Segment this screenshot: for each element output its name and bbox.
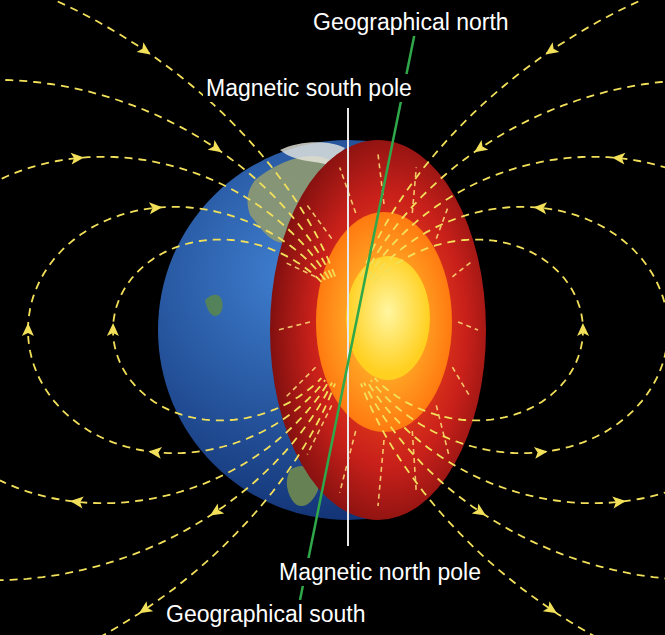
core-field-line [458, 322, 478, 330]
geographic-pole-label: Geographical north [310, 8, 512, 36]
field-arrowhead [107, 323, 119, 336]
field-arrowhead [612, 495, 626, 508]
core-field-line [452, 367, 470, 397]
field-arrowhead [149, 201, 163, 214]
core-field-line [286, 367, 316, 397]
field-arrowhead [207, 503, 224, 520]
geographic-pole-label: Geographical south [163, 600, 368, 628]
continent [205, 295, 223, 316]
field-arrowhead [148, 445, 162, 458]
field-line [0, 157, 329, 503]
field-arrowhead [71, 151, 85, 164]
inner-core [346, 256, 430, 380]
field-line [0, 80, 332, 580]
core-field-line [378, 440, 384, 506]
core-field-line [307, 206, 331, 239]
field-arrowhead [136, 601, 153, 618]
field-arrowhead [471, 140, 489, 157]
field-arrowhead [577, 323, 589, 336]
field-arrowhead [472, 503, 489, 520]
earth-globe [158, 140, 380, 520]
field-arrowhead [208, 140, 226, 157]
field-arrowhead [534, 445, 548, 458]
field-arrowhead [22, 323, 34, 336]
field-arrowhead [542, 42, 560, 59]
core-field-line [436, 405, 448, 454]
core-field-line [278, 322, 310, 330]
field-line [371, 207, 665, 453]
core-field-line [436, 206, 448, 239]
magnetic-pole-label: Magnetic north pole [276, 558, 484, 586]
magnetic-pole-label: Magnetic south pole [203, 74, 415, 102]
core-field-line [307, 405, 331, 454]
field-line [113, 240, 321, 421]
field-arrowhead [543, 601, 560, 618]
outer-core [316, 212, 452, 432]
ocean [158, 140, 380, 520]
field-arrowhead [533, 201, 547, 214]
magnetic-axis [347, 108, 349, 546]
core-field-lines [278, 154, 478, 506]
field-line [364, 80, 665, 580]
field-line [375, 240, 583, 421]
field-line [367, 157, 665, 503]
field-arrowhead [69, 495, 83, 508]
field-line [28, 207, 325, 453]
core-field-line [452, 263, 470, 277]
core-field-line [412, 431, 416, 493]
mantle [270, 140, 486, 520]
field-arrowhead [137, 42, 155, 59]
field-arrowhead [611, 151, 625, 164]
geographic-axis [300, 32, 415, 600]
field-arrows [22, 42, 627, 618]
